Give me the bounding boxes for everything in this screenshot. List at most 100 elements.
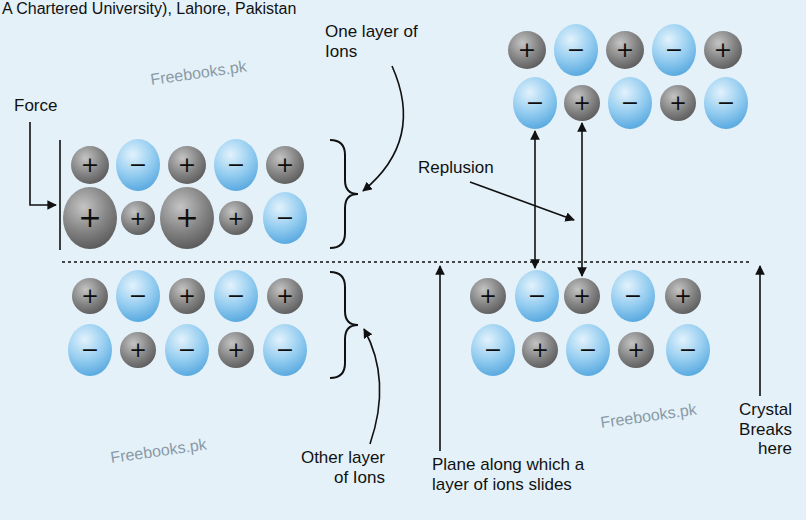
cation-sphere: + xyxy=(470,278,506,314)
ion-charge: + xyxy=(276,286,294,307)
force-arrow xyxy=(30,122,56,205)
force-face-line xyxy=(59,140,61,250)
anion-sphere: − xyxy=(666,324,710,376)
anion-sphere: − xyxy=(471,324,515,376)
layer-label: Other layer of Ions xyxy=(301,448,385,487)
ion-charge: + xyxy=(674,286,692,307)
cation-sphere: + xyxy=(218,332,254,368)
ion-charge: + xyxy=(81,286,99,307)
ion-charge: + xyxy=(627,340,645,361)
ion-charge: + xyxy=(714,39,732,61)
ion-charge: − xyxy=(665,39,683,61)
ion-charge: + xyxy=(129,340,147,361)
cation-sphere: + xyxy=(121,201,155,235)
cation-sphere: + xyxy=(522,332,558,368)
cation-sphere: + xyxy=(564,85,600,121)
watermark: Freebooks.pk xyxy=(109,436,207,466)
anion-sphere: − xyxy=(515,270,559,322)
brace xyxy=(330,272,358,378)
ion-charge: + xyxy=(78,204,101,232)
ion-charge: + xyxy=(130,208,147,228)
cation-sphere: + xyxy=(219,201,253,235)
ion-charge: + xyxy=(178,286,196,307)
ion-charge: + xyxy=(518,39,536,61)
leader-arrow xyxy=(364,329,380,444)
repulsion-label: Replusion xyxy=(418,158,518,178)
anion-sphere: − xyxy=(704,77,748,129)
leader-arrow xyxy=(759,266,761,396)
plane-label: Plane along which a layer of ions slides xyxy=(432,455,584,494)
cation-sphere: + xyxy=(120,332,156,368)
anion-sphere: − xyxy=(554,24,598,76)
slip-plane xyxy=(62,261,752,263)
anion-sphere: − xyxy=(116,139,160,191)
ion-charge: − xyxy=(528,285,546,307)
anion-sphere: − xyxy=(611,270,655,322)
cation-sphere: + xyxy=(704,31,742,69)
ion-charge: − xyxy=(567,39,585,61)
leader-arrow xyxy=(470,182,574,220)
anion-sphere: − xyxy=(214,270,258,322)
leader-arrow xyxy=(363,66,403,191)
ion-charge: + xyxy=(573,286,591,307)
ion-charge: + xyxy=(573,93,591,114)
ion-charge: + xyxy=(175,204,198,232)
watermark: Freebooks.pk xyxy=(599,396,730,432)
cation-sphere: + xyxy=(618,332,654,368)
cation-sphere: + xyxy=(266,146,304,184)
ion-charge: + xyxy=(531,340,549,361)
cation-sphere: + xyxy=(267,278,303,314)
leader-arrow xyxy=(439,266,441,451)
ion-charge: + xyxy=(616,39,634,61)
ion-charge: + xyxy=(81,154,99,176)
brace xyxy=(330,140,358,248)
ion-charge: + xyxy=(227,340,245,361)
ion-charge: + xyxy=(178,154,196,176)
ion-charge: − xyxy=(484,339,502,361)
cation-sphere: + xyxy=(660,85,696,121)
force-label: Force xyxy=(14,96,57,115)
ion-charge: + xyxy=(276,154,294,176)
cation-sphere: + xyxy=(63,187,117,249)
ion-charge: − xyxy=(276,339,294,361)
ion-charge: + xyxy=(669,93,687,114)
header-text: A Chartered University), Lahore, Pakista… xyxy=(2,0,422,18)
cation-sphere: + xyxy=(168,146,206,184)
ion-charge: − xyxy=(129,154,147,176)
ion-charge: − xyxy=(579,339,597,361)
anion-sphere: − xyxy=(214,139,258,191)
cation-sphere: + xyxy=(606,31,644,69)
force-label: Force xyxy=(14,96,74,116)
ion-charge: − xyxy=(624,285,642,307)
ion-charge: − xyxy=(679,339,697,361)
anion-sphere: − xyxy=(263,324,307,376)
ion-charge: − xyxy=(621,92,639,114)
ion-charge: − xyxy=(178,339,196,361)
ion-charge: − xyxy=(276,207,294,229)
layer-label: Other layer of Ions xyxy=(290,448,385,487)
anion-sphere: − xyxy=(68,324,112,376)
ion-charge: + xyxy=(228,208,245,228)
ion-charge: − xyxy=(526,92,544,114)
ion-charge: − xyxy=(227,285,245,307)
cation-sphere: + xyxy=(71,146,109,184)
anion-sphere: − xyxy=(263,192,307,244)
repulsion-label: Replusion xyxy=(418,158,494,177)
cation-sphere: + xyxy=(72,278,108,314)
anion-sphere: − xyxy=(652,24,696,76)
cation-sphere: + xyxy=(508,31,546,69)
plane-label: Plane along which a layer of ions slides xyxy=(432,455,607,494)
break-label: Crystal Breaks here xyxy=(739,400,792,458)
repulsion-arrow xyxy=(534,131,536,268)
cation-sphere: + xyxy=(160,187,214,249)
cation-sphere: + xyxy=(169,278,205,314)
anion-sphere: − xyxy=(116,270,160,322)
ion-charge: − xyxy=(129,285,147,307)
watermark: Freebooks.pk xyxy=(109,431,240,467)
layer-label: One layer of Ions xyxy=(325,22,418,61)
